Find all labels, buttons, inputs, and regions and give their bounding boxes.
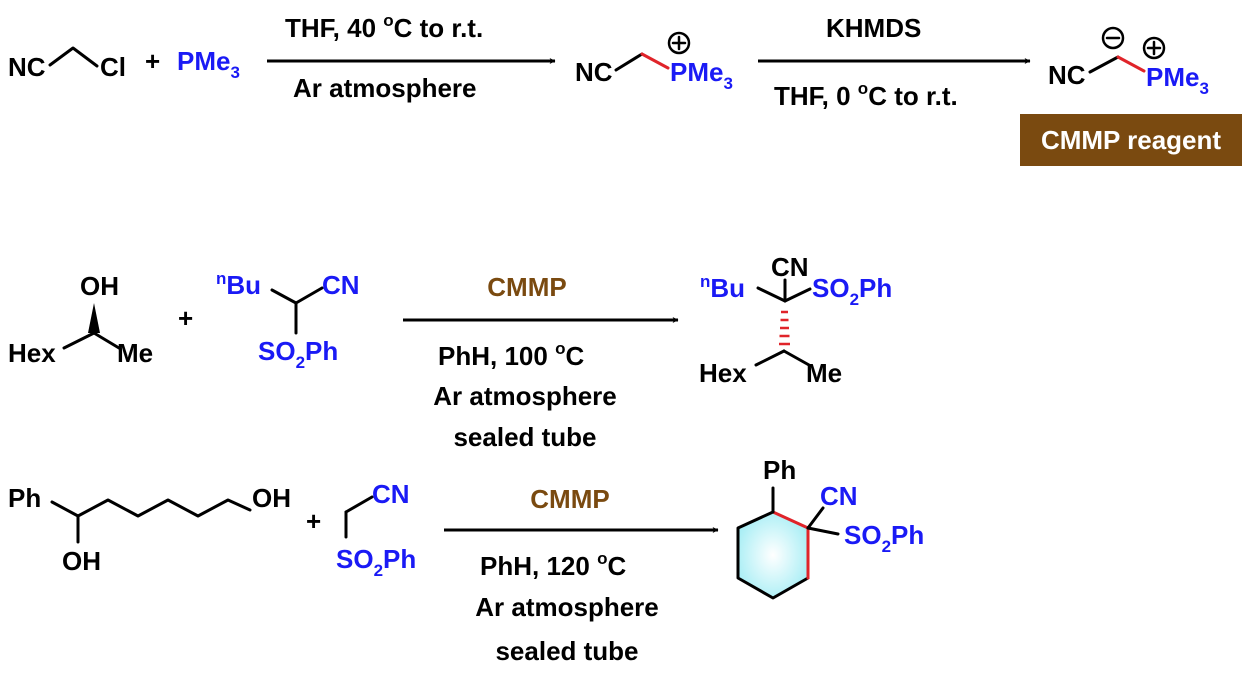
wedge-bond	[88, 303, 100, 333]
badge-label: CMMP reagent	[1041, 125, 1221, 155]
arrow2-conditions-below: THF, 0 oC to r.t.	[774, 79, 958, 111]
nc-label: NC	[8, 52, 46, 82]
conditions-temperature: PhH, 100 oC	[438, 339, 584, 371]
bond-to-cn	[806, 506, 825, 530]
me-label: Me	[806, 358, 842, 388]
bond	[344, 495, 374, 514]
pme3-label: PMe3	[1146, 62, 1209, 98]
cn-label: CN	[820, 481, 858, 511]
phenyl-hexanediol: Ph OH OH	[8, 483, 291, 576]
bond	[92, 331, 121, 350]
cn-label: CN	[372, 479, 410, 509]
so2ph-label: SO2Ph	[258, 336, 338, 372]
cn-label: CN	[771, 252, 809, 282]
oh-label: OH	[80, 271, 119, 301]
so2ph-label: SO2Ph	[336, 544, 416, 580]
bond	[756, 286, 787, 303]
nbu-label: nBu	[216, 269, 261, 300]
cmmp-reagent-badge: CMMP reagent	[1020, 114, 1242, 166]
positive-charge-icon	[1142, 36, 1166, 60]
reaction-arrow-4: CMMP PhH, 120 oC Ar atmosphere sealed tu…	[444, 484, 719, 666]
bond	[1088, 55, 1120, 74]
conditions-atmosphere: Ar atmosphere	[433, 381, 617, 411]
me-label: Me	[117, 338, 153, 368]
nc-label: NC	[575, 57, 613, 87]
bond	[62, 331, 96, 350]
cmmp-reagent-label: CMMP	[487, 272, 566, 302]
badge-background	[1020, 114, 1242, 166]
sulfonyl-nitrile-1: nBu CN SO2Ph	[216, 269, 360, 372]
sulfonyl-nitrile-2: CN SO2Ph	[336, 479, 416, 580]
hex-label: Hex	[699, 358, 747, 388]
ph-label: Ph	[763, 455, 796, 485]
bond	[783, 287, 812, 303]
cn-label: CN	[322, 270, 360, 300]
reaction-arrow-2: KHMDS THF, 0 oC to r.t.	[758, 13, 1031, 111]
arrow1-conditions-above: THF, 40 oC to r.t.	[285, 11, 483, 43]
ph-label: Ph	[8, 483, 41, 513]
oh-label-secondary: OH	[62, 546, 101, 576]
negative-charge-icon	[1101, 26, 1125, 50]
ring-fill	[738, 512, 808, 598]
chain-bonds	[76, 498, 252, 518]
oh-label-primary: OH	[252, 483, 291, 513]
cmmp-ylide: NC PMe3	[1048, 26, 1209, 98]
red-bond	[640, 52, 670, 70]
bond	[50, 500, 80, 518]
chloroacetonitrile: NC Cl	[8, 46, 126, 82]
plus-sign-3: +	[306, 506, 321, 536]
positive-charge-icon	[667, 31, 691, 55]
so2ph-label: SO2Ph	[844, 520, 924, 556]
bond	[270, 288, 298, 305]
ch2-bonds	[48, 46, 99, 68]
pme3-label: PMe3	[670, 57, 733, 93]
bond	[754, 349, 786, 367]
bond	[614, 52, 644, 72]
ring-bonds	[736, 510, 810, 600]
trimethylphosphine: PMe3	[177, 46, 240, 82]
alkylation-product-1: nBu CN SO2Ph Hex Me	[699, 252, 892, 388]
plus-glyph	[1146, 40, 1162, 56]
conditions-vessel: sealed tube	[453, 422, 596, 452]
arrow2-conditions-above: KHMDS	[826, 13, 921, 43]
plus-glyph	[671, 35, 687, 51]
bond	[294, 286, 324, 305]
nbu-label: nBu	[700, 272, 745, 303]
secondary-alcohol: OH Hex Me	[8, 271, 153, 368]
plus-sign-1: +	[145, 46, 160, 76]
pme3-label: PMe3	[177, 46, 240, 82]
reaction-arrow-3: CMMP PhH, 100 oC Ar atmosphere sealed tu…	[403, 272, 679, 452]
hex-label: Hex	[8, 338, 56, 368]
nc-label: NC	[1048, 60, 1086, 90]
conditions-temperature: PhH, 120 oC	[480, 549, 626, 581]
bond-to-so2ph	[806, 526, 840, 536]
reaction-arrow-1: THF, 40 oC to r.t. Ar atmosphere	[267, 11, 556, 103]
cmmp-reagent-label: CMMP	[530, 484, 609, 514]
conditions-vessel: sealed tube	[495, 636, 638, 666]
arrow1-conditions-below: Ar atmosphere	[293, 73, 477, 103]
hashed-bond	[779, 310, 790, 346]
plus-sign-2: +	[178, 303, 193, 333]
red-bond	[1116, 55, 1146, 73]
so2ph-label: SO2Ph	[812, 273, 892, 309]
cyclohexane-product: Ph CN SO2Ph	[736, 455, 924, 600]
bond	[782, 349, 811, 367]
phosphonium-salt: NC PMe3	[575, 31, 733, 93]
conditions-atmosphere: Ar atmosphere	[475, 592, 659, 622]
cl-label: Cl	[100, 52, 126, 82]
